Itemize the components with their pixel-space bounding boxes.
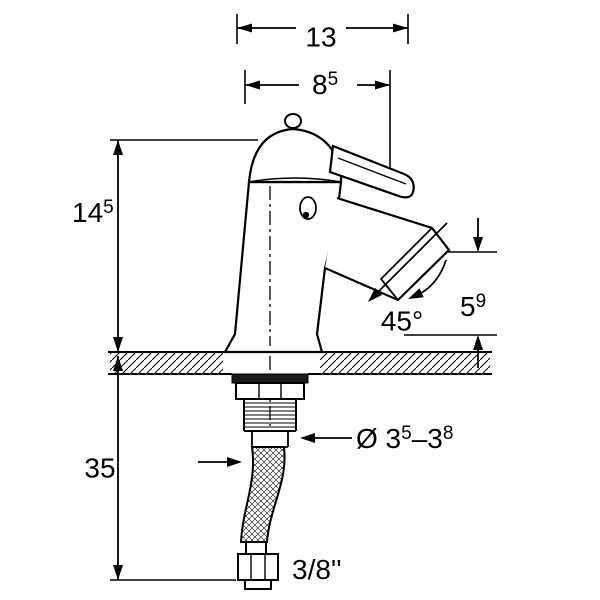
hex-nut-facets <box>250 554 266 580</box>
angle-45-arrow-icon <box>368 287 383 302</box>
hose-connection-annotation: 3/8'' <box>292 554 342 585</box>
spout-angle-annotation: 45° <box>368 222 448 337</box>
faucet-spout <box>324 196 451 302</box>
diameter-arrow-right-icon <box>300 433 315 443</box>
dim-145-arrow-bottom-icon <box>113 337 123 352</box>
hose-hex-nut <box>237 553 279 581</box>
dim-59-arrow-bottom-icon <box>473 335 483 350</box>
angle-45-label: 45° <box>381 306 423 337</box>
angle-45-arc-arrow-icon <box>408 288 424 299</box>
dim-13-witness-lines <box>236 14 409 44</box>
dim-145-arrow-top-icon <box>113 140 123 155</box>
dim-35-arrow-bottom-icon <box>113 565 123 580</box>
spout-outlet-face <box>379 227 433 301</box>
countertop-hatch-right <box>320 353 490 373</box>
dim-145-label: 145 <box>72 197 114 228</box>
dimension-total-width: 13 <box>236 14 409 53</box>
handle-pin <box>284 113 302 129</box>
angle-45-leader-line <box>373 222 448 297</box>
faucet-body <box>223 180 343 354</box>
diameter-arrow-left-icon <box>227 457 242 467</box>
faucet-lever <box>328 144 415 199</box>
dim-59-label: 59 <box>460 291 486 322</box>
dim-13-label: 13 <box>305 22 336 53</box>
dimension-length-below-deck: 35 <box>84 356 236 581</box>
dim-85-label: 85 <box>312 69 338 100</box>
flexible-hose <box>239 446 286 543</box>
faucet-handle-dome <box>247 127 343 184</box>
hose-nut-tip <box>244 579 272 590</box>
dim-35-label: 35 <box>84 453 115 484</box>
countertop-hatch-left <box>110 353 223 373</box>
rubber-washer <box>231 373 309 384</box>
mounting-nut-facets <box>258 383 282 399</box>
dim-35-arrow-top-icon <box>113 356 123 371</box>
dimension-spout-reach: 85 <box>244 69 391 168</box>
faucet <box>223 113 451 426</box>
dim-85-witness-lines <box>244 70 391 168</box>
hose-collar <box>251 431 289 448</box>
hole-diameter-annotation: Ø 35–38 <box>198 423 453 467</box>
dim-85-arrow-left-icon <box>245 80 260 90</box>
dim-13-arrow-left-icon <box>237 23 252 33</box>
dim-13-arrow-right-icon <box>393 23 408 33</box>
spout-fill <box>325 198 449 300</box>
handle-joint-line <box>248 177 342 183</box>
under-deck-assembly <box>231 373 309 590</box>
dim-59-witness-lines <box>404 251 497 336</box>
shank-threads <box>245 402 295 428</box>
dim-85-arrow-right-icon <box>375 80 390 90</box>
dimension-outlet-height: 59 <box>404 218 497 368</box>
lever-edge-line <box>337 157 407 185</box>
body-oval-dot <box>302 211 310 219</box>
hose-end-collar <box>245 541 267 555</box>
diameter-label: Ø 35–38 <box>356 423 453 454</box>
countertop-section <box>108 351 492 375</box>
dim-59-arrow-top-icon <box>473 237 483 252</box>
hose-connection-label: 3/8'' <box>292 554 342 585</box>
dimension-height-above-deck: 145 <box>72 139 258 352</box>
mounting-nut <box>235 382 305 400</box>
